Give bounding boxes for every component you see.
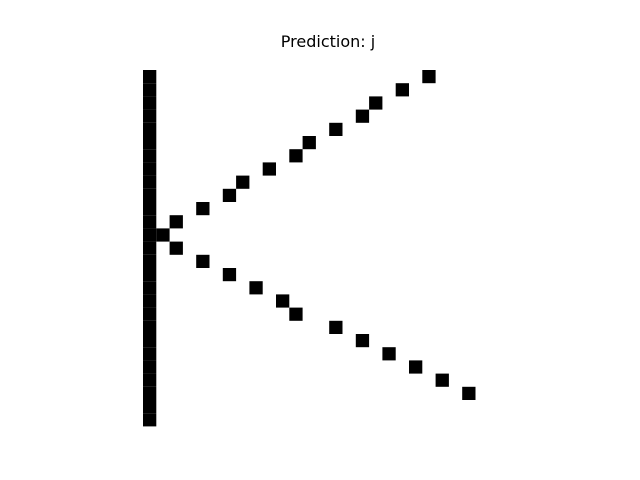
ink-pixel (156, 228, 170, 242)
prediction-title: Prediction: j (280, 32, 376, 51)
ink-pixel (355, 334, 370, 348)
ink-pixel (143, 162, 157, 176)
ink-pixel (143, 136, 157, 150)
glyph-cells (143, 70, 476, 427)
ink-pixel (143, 228, 157, 242)
ink-pixel (143, 413, 157, 427)
ink-pixel (143, 122, 157, 136)
ink-pixel (169, 215, 183, 229)
ink-pixel (435, 373, 449, 387)
ink-pixel (222, 268, 237, 282)
ink-pixel (143, 386, 157, 400)
ink-pixel (196, 254, 210, 268)
ink-pixel (169, 241, 183, 255)
ink-pixel (143, 175, 157, 189)
ink-pixel (143, 334, 157, 348)
ink-pixel (143, 268, 157, 282)
ink-pixel (382, 347, 396, 361)
ink-pixel (369, 96, 383, 110)
ink-pixel (143, 241, 157, 255)
ink-pixel (143, 373, 157, 387)
ink-pixel (143, 294, 157, 308)
ink-pixel (355, 109, 370, 123)
ink-pixel (289, 149, 303, 163)
ink-pixel (302, 136, 316, 150)
ink-pixel (143, 254, 157, 268)
ink-pixel (222, 188, 237, 202)
ink-pixel (143, 215, 157, 229)
ink-pixel (143, 109, 157, 123)
ink-pixel (236, 175, 250, 189)
ink-pixel (329, 122, 343, 136)
ink-pixel (143, 96, 157, 110)
ink-pixel (409, 360, 423, 374)
ink-pixel (395, 83, 409, 97)
ink-pixel (143, 400, 157, 414)
ink-pixel (143, 307, 157, 321)
ink-pixel (276, 294, 290, 308)
ink-pixel (143, 188, 157, 202)
ink-pixel (289, 307, 303, 321)
ink-pixel (143, 83, 157, 97)
ink-pixel (462, 386, 476, 400)
ink-pixel (143, 149, 157, 163)
ink-pixel (422, 70, 436, 84)
ink-pixel (262, 162, 276, 176)
ink-pixel (143, 70, 157, 84)
ink-pixel (143, 281, 157, 295)
ink-pixel (196, 202, 210, 216)
ink-pixel (329, 320, 343, 334)
ink-pixel (143, 360, 157, 374)
ink-pixel (249, 281, 263, 295)
ink-pixel (143, 320, 157, 334)
ink-pixel (143, 347, 157, 361)
ink-pixel (143, 202, 157, 216)
